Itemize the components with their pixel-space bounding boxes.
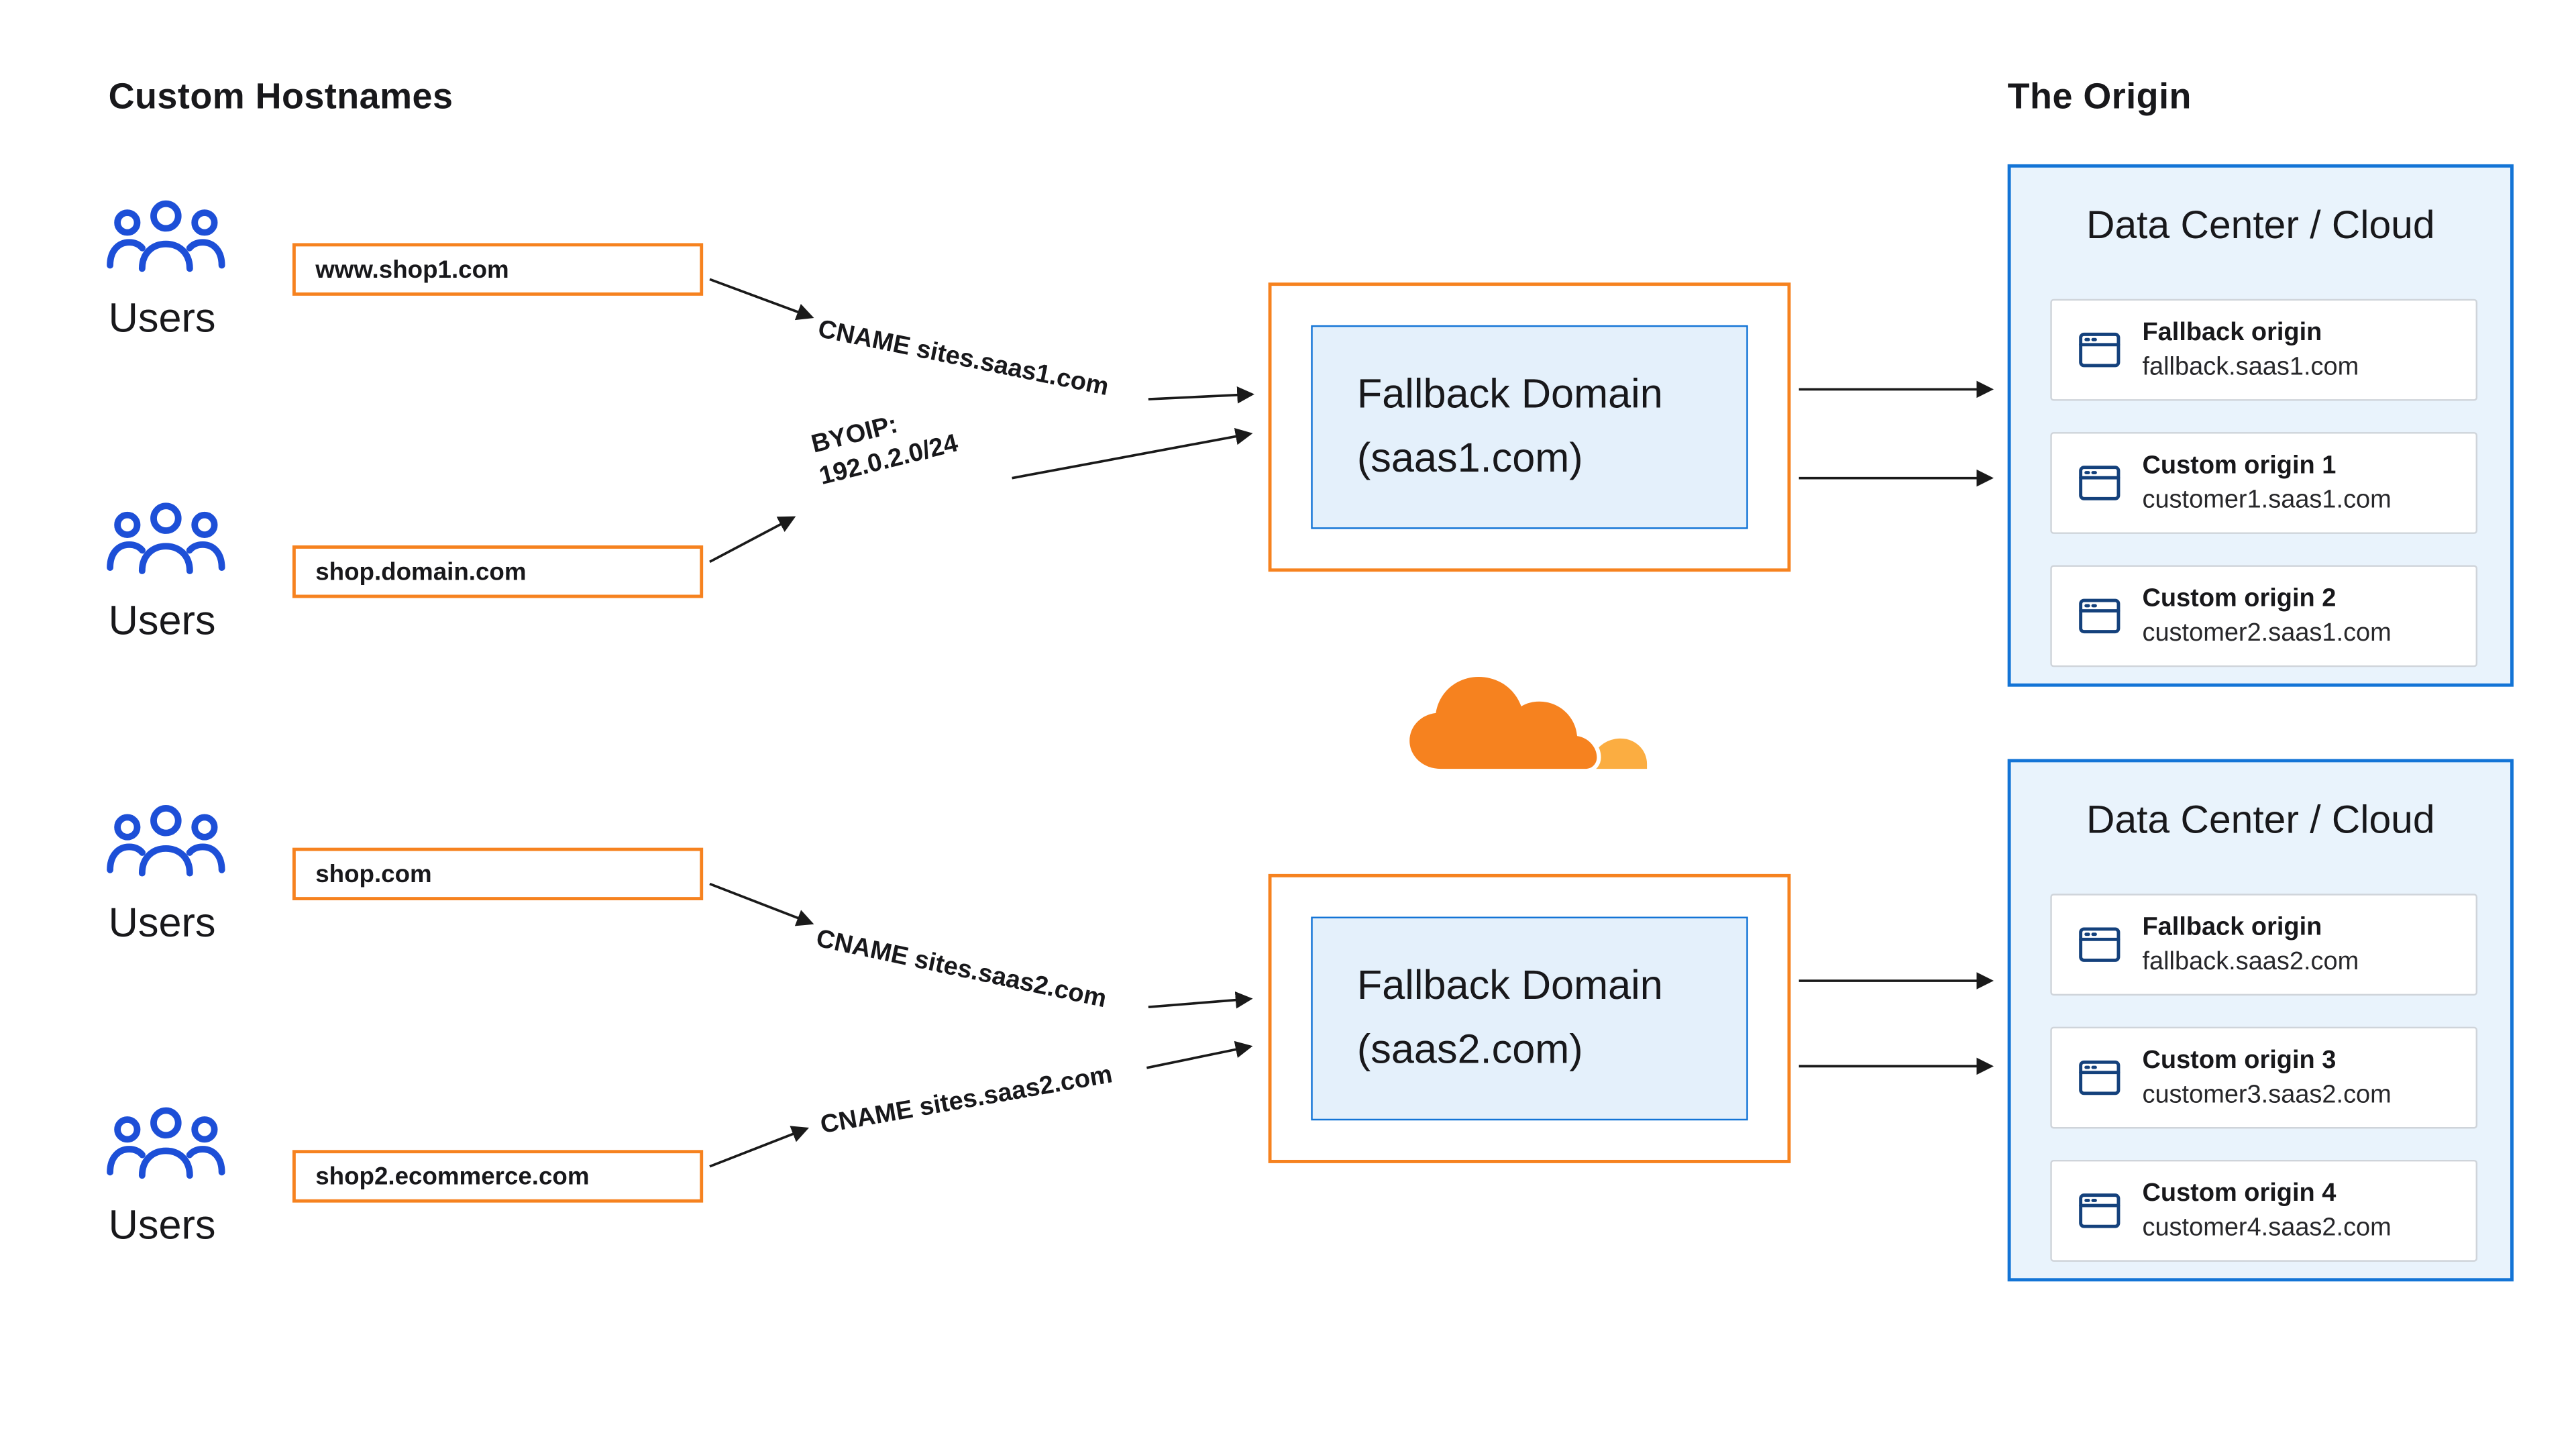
datacenter-2: Data Center / Cloud Fallback origin fall… [2007, 759, 2514, 1282]
browser-window-icon [2078, 330, 2121, 370]
users-icon [105, 499, 227, 575]
user-group-2: Users [105, 499, 286, 645]
arrow-byoip-to-fallback1 [1012, 427, 1253, 480]
users-label: Users [108, 900, 216, 947]
origin-card-custom4: Custom origin 4 customer4.saas2.com [2050, 1159, 2478, 1262]
arrow-shop2-to-cname2b [709, 1126, 810, 1168]
users-label: Users [108, 295, 216, 342]
user-group-3: Users [105, 802, 286, 948]
arrow-shop-to-cname2a [709, 882, 814, 926]
origin-card-custom3: Custom origin 3 customer3.saas2.com [2050, 1026, 2478, 1129]
hostname-box-shop2-ecommerce: shop2.ecommerce.com [292, 1150, 704, 1203]
user-group-1: Users [105, 197, 286, 343]
origin-name: Fallback origin [2142, 912, 2322, 941]
origin-host: customer4.saas2.com [2142, 1213, 2392, 1242]
edge-label-byoip: BYOIP: 192.0.2.0/24 [808, 396, 962, 494]
arrow-cname1-to-fallback1 [1148, 386, 1254, 404]
heading-the-origin: The Origin [2007, 75, 2192, 117]
origin-name: Custom origin 4 [2142, 1179, 2337, 1207]
browser-window-icon [2078, 925, 2121, 965]
edge-label-cname-saas2-b: CNAME sites.saas2.com [818, 1061, 1115, 1140]
fallback-domain-host: (saas2.com) [1356, 1026, 1583, 1073]
arrow-shop1-to-cname1 [709, 278, 814, 321]
datacenter-1: Data Center / Cloud Fallback origin fall… [2007, 164, 2514, 687]
fallback-domain-host: (saas1.com) [1356, 435, 1583, 482]
arrow-cname2b-to-fallback2 [1146, 1040, 1253, 1069]
fallback-domain-saas1-inner: Fallback Domain (saas1.com) [1311, 325, 1748, 529]
edge-label-cname-saas2-a: CNAME sites.saas2.com [813, 924, 1109, 1014]
fallback-domain-saas2: Fallback Domain (saas2.com) [1268, 873, 1791, 1163]
fallback-domain-title: Fallback Domain [1356, 371, 1663, 418]
arrow-cname2a-to-fallback2 [1148, 991, 1253, 1009]
fallback-domain-saas1: Fallback Domain (saas1.com) [1268, 282, 1791, 572]
fallback-domain-title: Fallback Domain [1356, 963, 1663, 1009]
origin-host: customer3.saas2.com [2142, 1080, 2392, 1108]
origin-name: Custom origin 3 [2142, 1045, 2337, 1074]
origin-name: Custom origin 2 [2142, 584, 2337, 612]
heading-custom-hostnames: Custom Hostnames [108, 75, 453, 117]
fallback-domain-saas2-inner: Fallback Domain (saas2.com) [1311, 916, 1748, 1121]
users-icon [105, 802, 227, 877]
edge-label-cname-saas1: CNAME sites.saas1.com [815, 315, 1112, 402]
browser-window-icon [2078, 1058, 2121, 1097]
origin-host: fallback.saas2.com [2142, 947, 2359, 975]
hostname-box-shop1: www.shop1.com [292, 243, 704, 296]
browser-window-icon [2078, 1191, 2121, 1231]
origin-card-custom2: Custom origin 2 customer2.saas1.com [2050, 565, 2478, 667]
user-group-4: Users [105, 1104, 286, 1250]
origin-card-fallback-saas2: Fallback origin fallback.saas2.com [2050, 894, 2478, 996]
origin-host: customer2.saas1.com [2142, 619, 2392, 647]
users-icon [105, 1104, 227, 1180]
origin-name: Fallback origin [2142, 317, 2322, 346]
cloudflare-logo [1405, 672, 1648, 773]
users-label: Users [108, 598, 216, 645]
datacenter-title: Data Center / Cloud [2086, 798, 2435, 843]
users-icon [105, 197, 227, 273]
browser-window-icon [2078, 464, 2121, 503]
cloudflare-logo-cloud [1405, 672, 1601, 773]
origin-card-custom1: Custom origin 1 customer1.saas1.com [2050, 432, 2478, 534]
origin-host: customer1.saas1.com [2142, 485, 2392, 514]
users-label: Users [108, 1202, 216, 1249]
arrow-shopdomain-to-byoip [709, 516, 796, 564]
browser-window-icon [2078, 596, 2121, 636]
cloudflare-logo-sun [1590, 738, 1648, 769]
origin-card-fallback-saas1: Fallback origin fallback.saas1.com [2050, 299, 2478, 401]
origin-host: fallback.saas1.com [2142, 352, 2359, 380]
hostname-box-shop-domain: shop.domain.com [292, 545, 704, 598]
hostname-box-shop: shop.com [292, 847, 704, 901]
datacenter-title: Data Center / Cloud [2086, 203, 2435, 248]
origin-name: Custom origin 1 [2142, 451, 2337, 479]
